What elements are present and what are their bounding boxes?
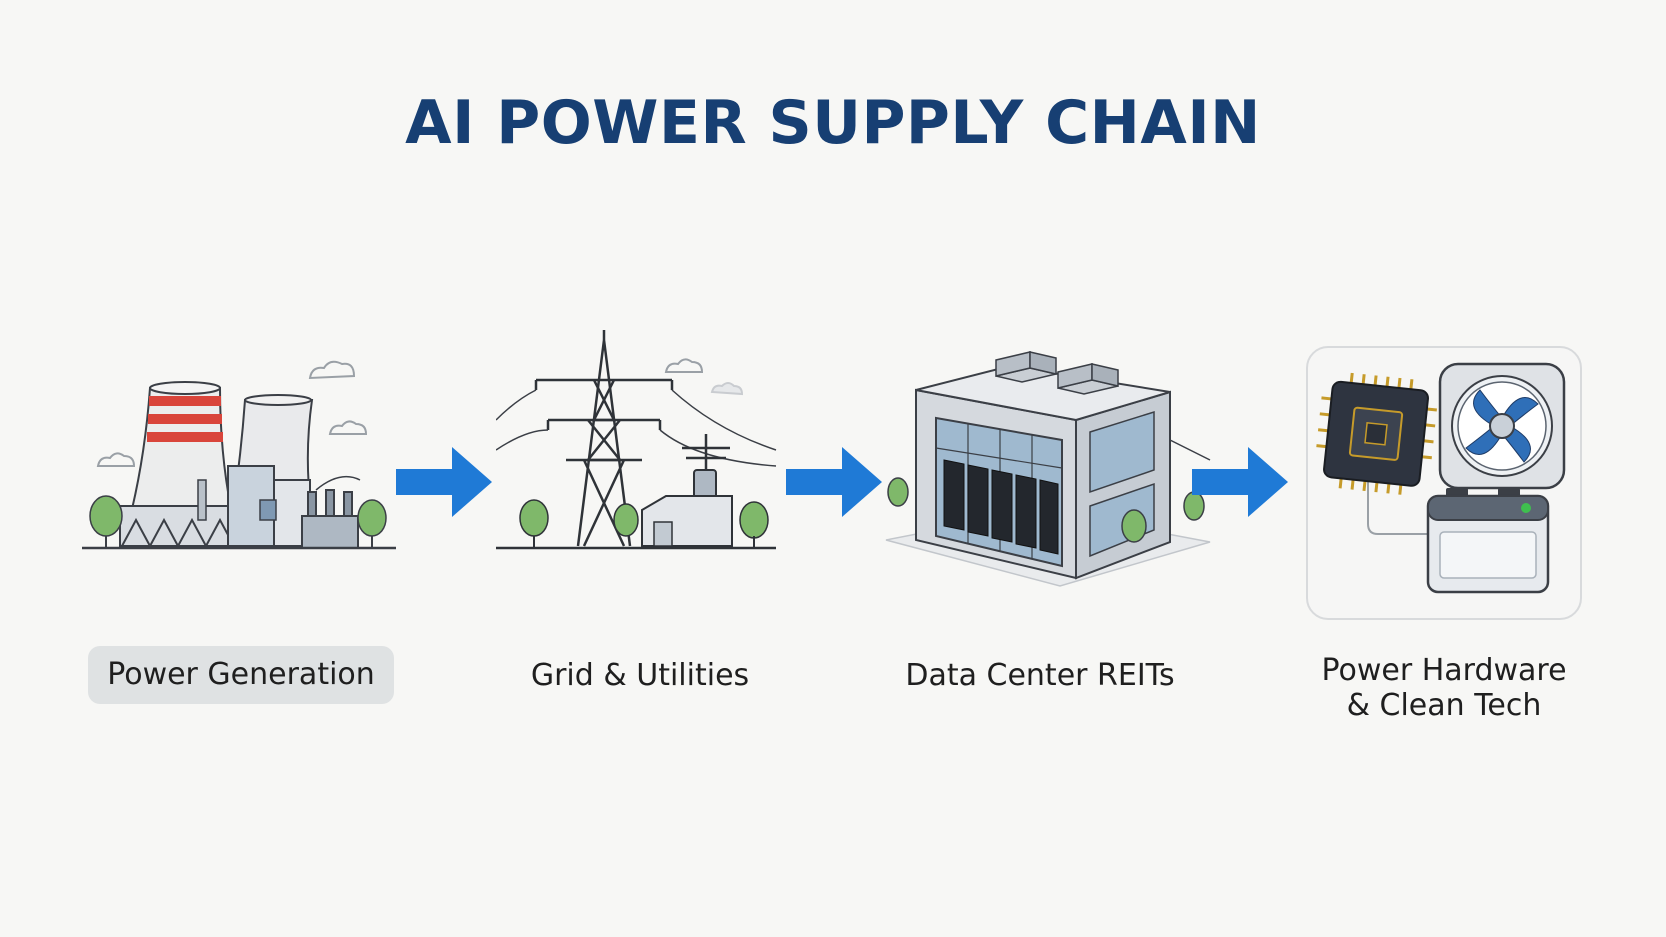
stage-label-power-generation[interactable]: Power Generation (88, 646, 394, 704)
hardware-cleantech-icon (1316, 362, 1566, 594)
transmission-tower-icon (496, 330, 796, 600)
arrow-right-icon (1192, 447, 1288, 517)
stage-label-data-center-reits[interactable]: Data Center REITs (905, 658, 1175, 693)
arrow-right-icon (396, 447, 492, 517)
data-center-building-icon (880, 330, 1220, 600)
stage-label-line-2: & Clean Tech (1346, 688, 1542, 723)
hardware-cleantech-panel (1306, 346, 1582, 620)
stage-label-line-1: Power Hardware (1321, 653, 1567, 688)
diagram-title: AI POWER SUPPLY CHAIN (405, 88, 1261, 158)
power-plant-icon (80, 330, 400, 600)
stage-label-power-hardware[interactable]: Power Hardware & Clean Tech (1284, 653, 1604, 723)
arrow-right-icon (786, 447, 882, 517)
stage-label-grid-utilities[interactable]: Grid & Utilities (530, 658, 750, 693)
